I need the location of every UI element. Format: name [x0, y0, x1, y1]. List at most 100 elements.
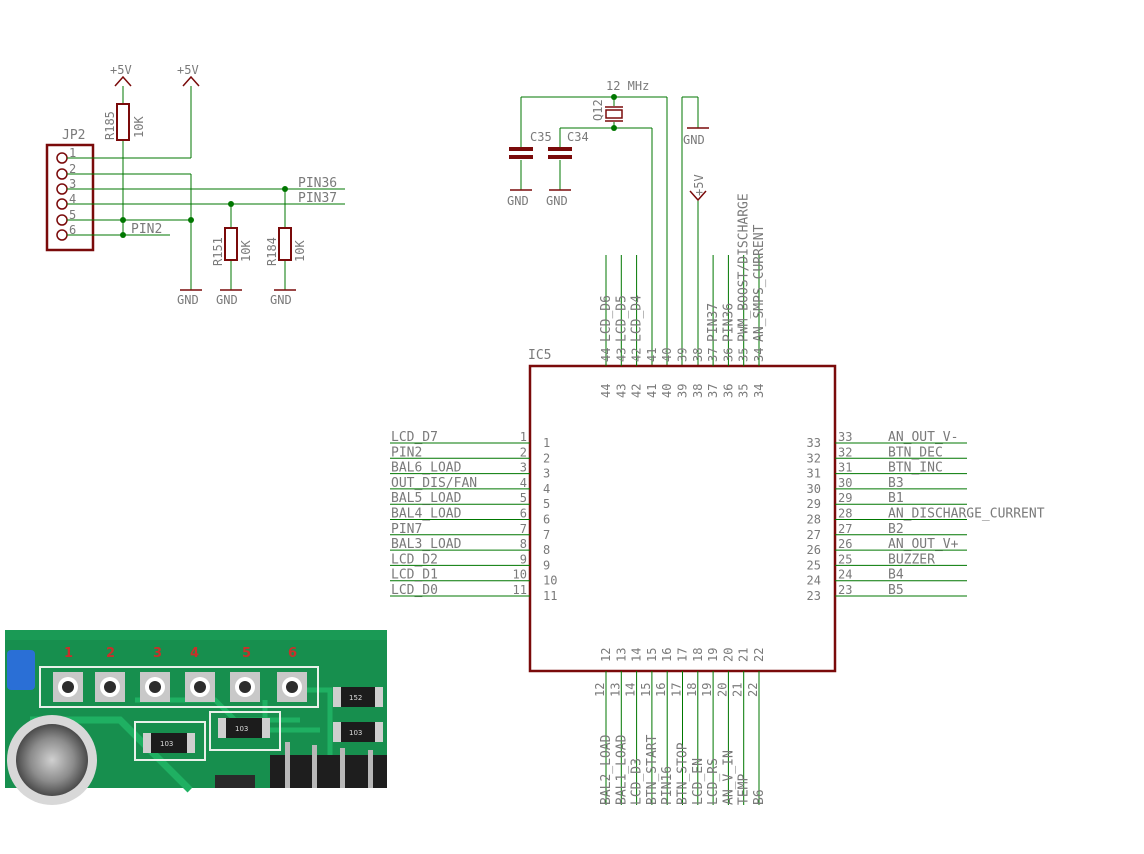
ic-pin-number: 34: [752, 348, 766, 362]
ic-pin-number-inner: 5: [543, 497, 550, 511]
header-pad-hole-center: [194, 681, 206, 693]
connector-pin-5: [56, 214, 68, 226]
ic-pin-number-inner: 43: [614, 384, 628, 398]
resistor-r185: R185 10K: [103, 103, 146, 141]
pin-header-black: [270, 742, 387, 788]
ic-pin-number-inner: 4: [543, 482, 550, 496]
ic-net-label: LCD_EN: [691, 758, 706, 805]
ic-pin-number-inner: 11: [543, 589, 557, 603]
ic-pin-number: 30: [838, 476, 852, 490]
connector-pin-number: 5: [69, 208, 76, 222]
ic-pin-number-inner: 19: [706, 648, 720, 662]
ic-pin-number-inner: 6: [543, 513, 550, 527]
ic-pin-number: 11: [513, 583, 527, 597]
capacitor-c34: C34: [548, 130, 589, 159]
ic-pin-number-inner: 17: [676, 648, 690, 662]
net-label-pin2: PIN2: [131, 222, 162, 237]
ic-net-label: B4: [888, 568, 904, 583]
ic-pin-number: 42: [630, 348, 644, 362]
gnd-label: GND: [683, 133, 705, 147]
ic-pin-number: 32: [838, 445, 852, 459]
ic-net-label: PIN37: [706, 303, 721, 342]
ic-net-label: LCD_D5: [614, 295, 629, 342]
resistor-value: 10K: [132, 116, 146, 138]
pcb-pin-number: 2: [106, 646, 115, 661]
ic-pin-number-inner: 29: [807, 497, 821, 511]
gnd-label: GND: [270, 293, 292, 307]
ic-net-label: PIN7: [391, 522, 422, 537]
ic-pin-number-inner: 40: [660, 384, 674, 398]
connector-pin-number: 6: [69, 223, 76, 237]
ic-pin-number-inner: 25: [807, 558, 821, 572]
ic-net-label: LCD_D0: [391, 583, 438, 598]
ic-net-label: BAL3_LOAD: [391, 537, 462, 552]
ic-pin-number: 13: [608, 683, 622, 697]
ic-net-label: LCD_D3: [630, 758, 645, 805]
pcb-pin-number: 4: [190, 646, 199, 661]
screw: [16, 724, 88, 796]
ic-net-label: PIN16: [660, 766, 675, 805]
ic-pin-number: 18: [685, 683, 699, 697]
smd-resistor-1: 103: [143, 733, 195, 753]
ic-net-label: BAL1_LOAD: [614, 734, 629, 805]
ic-net-label: AN_DISCHARGE_CURRENT: [888, 507, 1045, 522]
ic-net-label: BAL4_LOAD: [391, 507, 462, 522]
ic-pin-number-inner: 9: [543, 558, 550, 572]
gnd-label: GND: [177, 293, 199, 307]
ic-pin-number: 6: [520, 507, 527, 521]
ic-net-label: BTN_STOP: [676, 742, 691, 805]
ic-pin-number-inner: 32: [807, 451, 821, 465]
ic-pin-number: 39: [676, 348, 690, 362]
ic-pin-number: 9: [520, 552, 527, 566]
ic-net-label: BAL5_LOAD: [391, 491, 462, 506]
plus5v-label: +5V: [692, 174, 706, 196]
capacitor-name: C34: [567, 130, 589, 144]
gnd-label: GND: [507, 194, 529, 208]
ic-pin-number: 33: [838, 430, 852, 444]
ic-net-label: BUZZER: [888, 552, 935, 567]
ic-pin-number: 27: [838, 522, 852, 536]
ic-pin-number: 7: [520, 522, 527, 536]
ic-net-label: PIN36: [721, 303, 736, 342]
ic-net-label: AN_SMPS_CURRENT: [752, 224, 767, 342]
ic-net-label: B1: [888, 491, 904, 506]
ic-net-label: B3: [888, 476, 904, 491]
ic-pin-number-inner: 26: [807, 543, 821, 557]
ic-pin-number: 22: [746, 683, 760, 697]
net-label-pin36: PIN36: [298, 176, 337, 191]
crystal-wires: [520, 96, 699, 365]
ic-pin-number-inner: 36: [721, 384, 735, 398]
ic-net-label: B5: [888, 583, 904, 598]
crystal-name: Q12: [591, 99, 605, 121]
capacitor-name: C35: [530, 130, 552, 144]
resistor-name: R184: [265, 237, 279, 266]
crystal-frequency: 12 MHz: [606, 79, 649, 93]
ic-pin-number: 31: [838, 461, 852, 475]
ic-net-label: B2: [888, 522, 904, 537]
ic-pin-number-inner: 12: [599, 648, 613, 662]
ic-pin-number-inner: 16: [660, 648, 674, 662]
smd-code: 152: [349, 694, 362, 702]
ic-pin-number-inner: 39: [676, 384, 690, 398]
ic-name: IC5: [528, 348, 551, 363]
resistor-value: 10K: [293, 240, 307, 262]
ic-pin-number-inner: 37: [706, 384, 720, 398]
ic-pin-number: 28: [838, 507, 852, 521]
connector-junctions: [120, 186, 288, 238]
ic-net-label: LCD_D4: [630, 295, 645, 342]
ic-pin-number: 24: [838, 568, 852, 582]
ic-net-label: LCD_D2: [391, 552, 438, 567]
smd-code: 103: [235, 725, 248, 733]
header-pad-hole-center: [149, 681, 161, 693]
ic-pin-number-inner: 30: [807, 482, 821, 496]
ic-pin-number: 15: [639, 683, 653, 697]
resistor-value: 10K: [239, 240, 253, 262]
ic-net-label: BAL2_LOAD: [599, 734, 614, 805]
ic-pin-number: 36: [721, 348, 735, 362]
ic-net-label: AN_OUT_V+: [888, 537, 959, 552]
ic-pin-number: 17: [670, 683, 684, 697]
ic-pin-number-inner: 27: [807, 528, 821, 542]
